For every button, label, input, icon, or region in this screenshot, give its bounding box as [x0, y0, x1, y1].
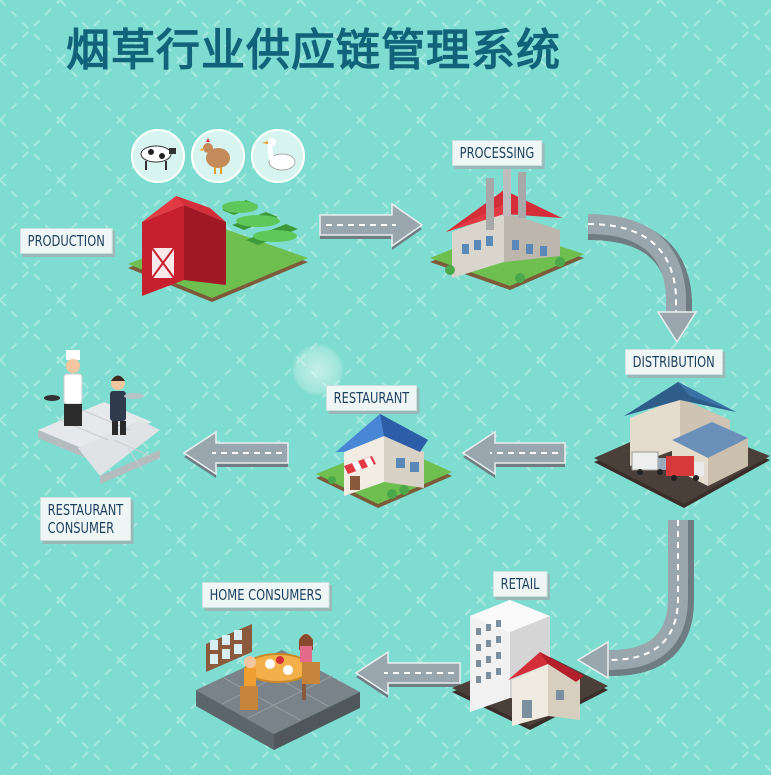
stage-label-distribution: DISTRIBUTION: [625, 349, 723, 375]
diner-figure-right: [299, 634, 320, 684]
goose-icon: [251, 129, 305, 183]
cow-icon: [131, 129, 185, 183]
arrow-production-to-processing: [319, 202, 424, 250]
restaurant-illustration: [316, 414, 452, 508]
stage-label-processing: PROCESSING: [452, 140, 542, 166]
stage-label-restaurant: RESTAURANT: [326, 385, 417, 411]
stage-label-production: PRODUCTION: [20, 228, 113, 254]
waiter-figure: [110, 375, 144, 435]
stage-label-retail: RETAIL: [493, 571, 548, 597]
chicken-icon: [191, 129, 245, 183]
stage-label-home-consumers: HOME CONSUMERS: [202, 582, 330, 608]
arrow-restaurant-to-restaurant-consumer: [182, 430, 289, 478]
chef-figure: [44, 350, 83, 426]
stage-label-restaurant-consumer: RESTAURANT CONSUMER: [40, 497, 131, 541]
restaurant-consumer-illustration: [38, 350, 160, 484]
diner-figure-left: [240, 656, 258, 710]
arrow-distribution-to-restaurant: [461, 430, 566, 478]
page-title: 烟草行业供应链管理系统: [66, 25, 561, 76]
warehouse-illustration: [594, 382, 770, 508]
window-grid: [206, 624, 252, 672]
arrow-distribution-to-retail: [576, 520, 694, 680]
arrow-retail-to-home-consumers: [354, 650, 461, 698]
home-consumers-illustration: [196, 624, 360, 750]
factory-illustration: [430, 168, 584, 290]
farm-illustration: [128, 196, 308, 302]
retail-illustration: [452, 600, 608, 730]
arrow-processing-to-distribution: [587, 214, 698, 344]
